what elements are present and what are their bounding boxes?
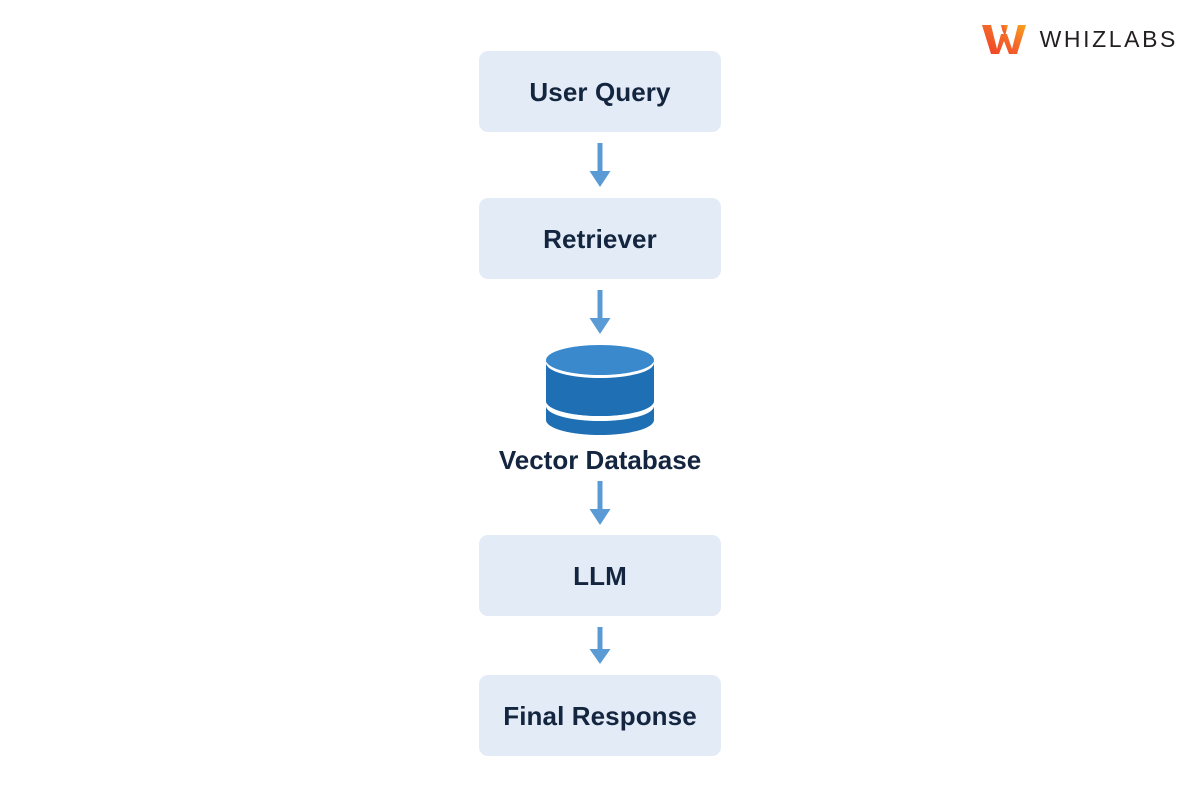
- arrow-retriever-to-vector-database: [589, 290, 611, 334]
- arrow-vector-database-to-llm: [589, 481, 611, 525]
- node-retriever-label: Retriever: [543, 223, 657, 254]
- node-llm-label: LLM: [573, 560, 627, 591]
- rag-flow-diagram: User Query Retriever Vector Database: [479, 51, 721, 756]
- arrow-llm-to-final-response: [589, 627, 611, 664]
- node-vector-database: Vector Database: [499, 344, 701, 473]
- node-vector-database-label: Vector Database: [498, 445, 702, 475]
- database-cylinder-icon: [545, 345, 654, 435]
- arrow-user-query-to-retriever: [589, 143, 611, 187]
- node-final-response: Final Response: [479, 675, 721, 756]
- node-retriever: Retriever: [479, 198, 721, 279]
- node-user-query-label: User Query: [529, 76, 671, 107]
- brand-logo: WHIZLABS: [981, 22, 1178, 56]
- whizlabs-w-logomark: [981, 25, 1026, 54]
- node-final-response-label: Final Response: [503, 700, 697, 731]
- brand-name: WHIZLABS: [1039, 25, 1178, 52]
- node-llm: LLM: [479, 535, 721, 616]
- node-user-query: User Query: [479, 51, 721, 132]
